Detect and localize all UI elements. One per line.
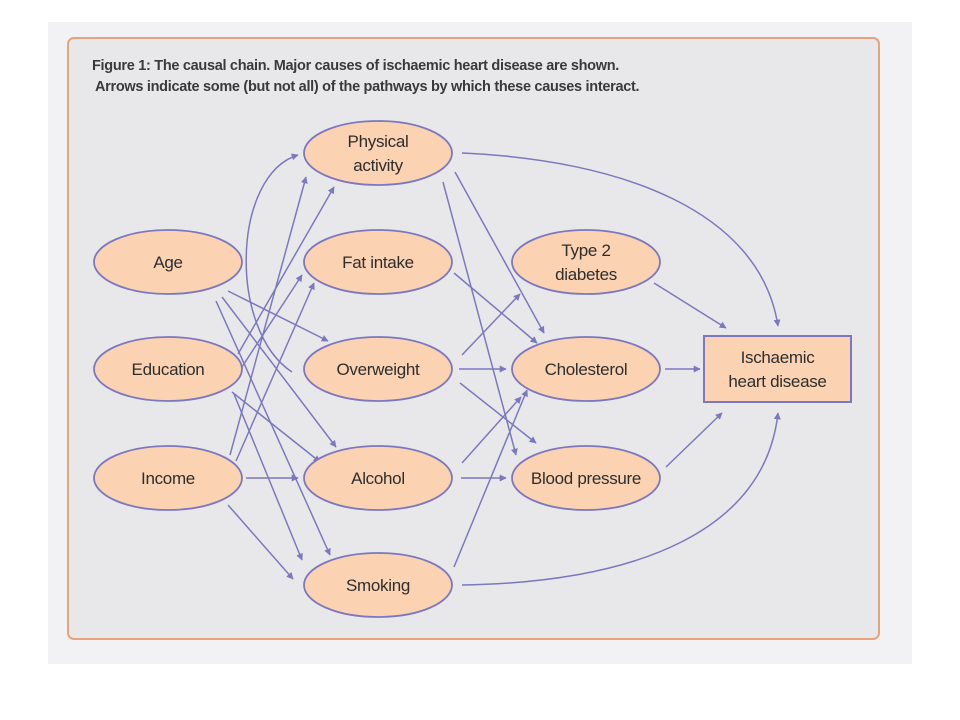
arrow-age-to-physical-activity — [245, 153, 299, 373]
node-label-fat-intake: Fat intake — [342, 253, 414, 272]
node-label-overweight: Overweight — [337, 360, 421, 379]
arrow-overweight-to-type2-diabetes — [461, 293, 521, 356]
node-label-smoking: Smoking — [346, 576, 410, 595]
arrow-physical-activity-to-cholesterol — [454, 171, 545, 334]
arrow-education-to-smoking — [233, 393, 303, 561]
node-label-type2-diabetes: diabetes — [555, 265, 617, 284]
node-education: Education — [93, 336, 243, 402]
arrow-income-to-fat-intake — [235, 282, 315, 462]
node-label-type2-diabetes: Type 2 — [561, 241, 610, 260]
node-income: Income — [93, 445, 243, 511]
node-label-ihd: Ischaemic — [741, 348, 816, 367]
node-shape-income — [93, 445, 243, 511]
node-label-cholesterol: Cholesterol — [545, 360, 628, 379]
node-type2-diabetes: Type 2 diabetes — [511, 229, 661, 295]
node-label-age: Age — [153, 253, 182, 272]
edges-layer — [215, 152, 781, 586]
arrow-smoking-to-cholesterol — [453, 389, 528, 568]
arrow-alcohol-to-cholesterol — [461, 396, 522, 464]
arrow-education-to-alcohol — [231, 391, 321, 463]
node-label-income: Income — [141, 469, 195, 488]
node-shape-smoking — [303, 552, 453, 618]
arrow-education-to-fat-intake — [239, 274, 303, 371]
caption-line-1: Figure 1: The causal chain. Major causes… — [92, 58, 620, 74]
arrow-physical-activity-to-ihd — [461, 152, 781, 327]
node-label-education: Education — [132, 360, 205, 379]
node-shape-physical-activity — [303, 120, 453, 186]
caption-line-2: Arrows indicate some (but not all) of th… — [95, 79, 640, 95]
node-age: Age — [93, 229, 243, 295]
node-shape-type2-diabetes — [511, 229, 661, 295]
arrow-blood-pressure-to-ihd — [665, 412, 723, 468]
arrow-age-to-smoking — [215, 300, 331, 556]
node-shape-education — [93, 336, 243, 402]
node-overweight: Overweight — [303, 336, 453, 402]
node-cholesterol: Cholesterol — [511, 336, 661, 402]
node-alcohol: Alcohol — [303, 445, 453, 511]
figure-caption: Figure 1: The causal chain. Major causes… — [92, 56, 852, 98]
node-physical-activity: Physical activity — [303, 120, 453, 186]
node-label-physical-activity: Physical — [348, 132, 409, 151]
arrow-type2-diabetes-to-ihd — [653, 282, 727, 329]
arrow-smoking-to-ihd — [461, 412, 781, 586]
arrow-fat-intake-to-cholesterol — [453, 272, 538, 344]
node-label-ihd: heart disease — [728, 372, 826, 391]
node-blood-pressure: Blood pressure — [511, 445, 661, 511]
arrow-age-to-alcohol — [221, 296, 337, 448]
node-shape-age — [93, 229, 243, 295]
node-shape-overweight — [303, 336, 453, 402]
node-shape-cholesterol — [511, 336, 661, 402]
node-label-physical-activity: activity — [353, 156, 403, 175]
arrow-physical-activity-to-blood-pressure — [442, 181, 518, 456]
node-shape-blood-pressure — [511, 445, 661, 511]
node-fat-intake: Fat intake — [303, 229, 453, 295]
arrow-income-to-smoking — [227, 504, 294, 580]
node-shape-alcohol — [303, 445, 453, 511]
node-shape-ihd — [703, 335, 852, 403]
node-shape-fat-intake — [303, 229, 453, 295]
arrow-age-to-overweight — [227, 290, 329, 342]
node-label-blood-pressure: Blood pressure — [531, 469, 641, 488]
arrow-income-to-physical-activity — [229, 176, 308, 456]
arrow-overweight-to-blood-pressure — [459, 382, 537, 444]
node-smoking: Smoking — [303, 552, 453, 618]
arrow-education-to-physical-activity — [237, 186, 335, 355]
node-ihd: Ischaemic heart disease — [703, 335, 852, 403]
node-label-alcohol: Alcohol — [351, 469, 405, 488]
